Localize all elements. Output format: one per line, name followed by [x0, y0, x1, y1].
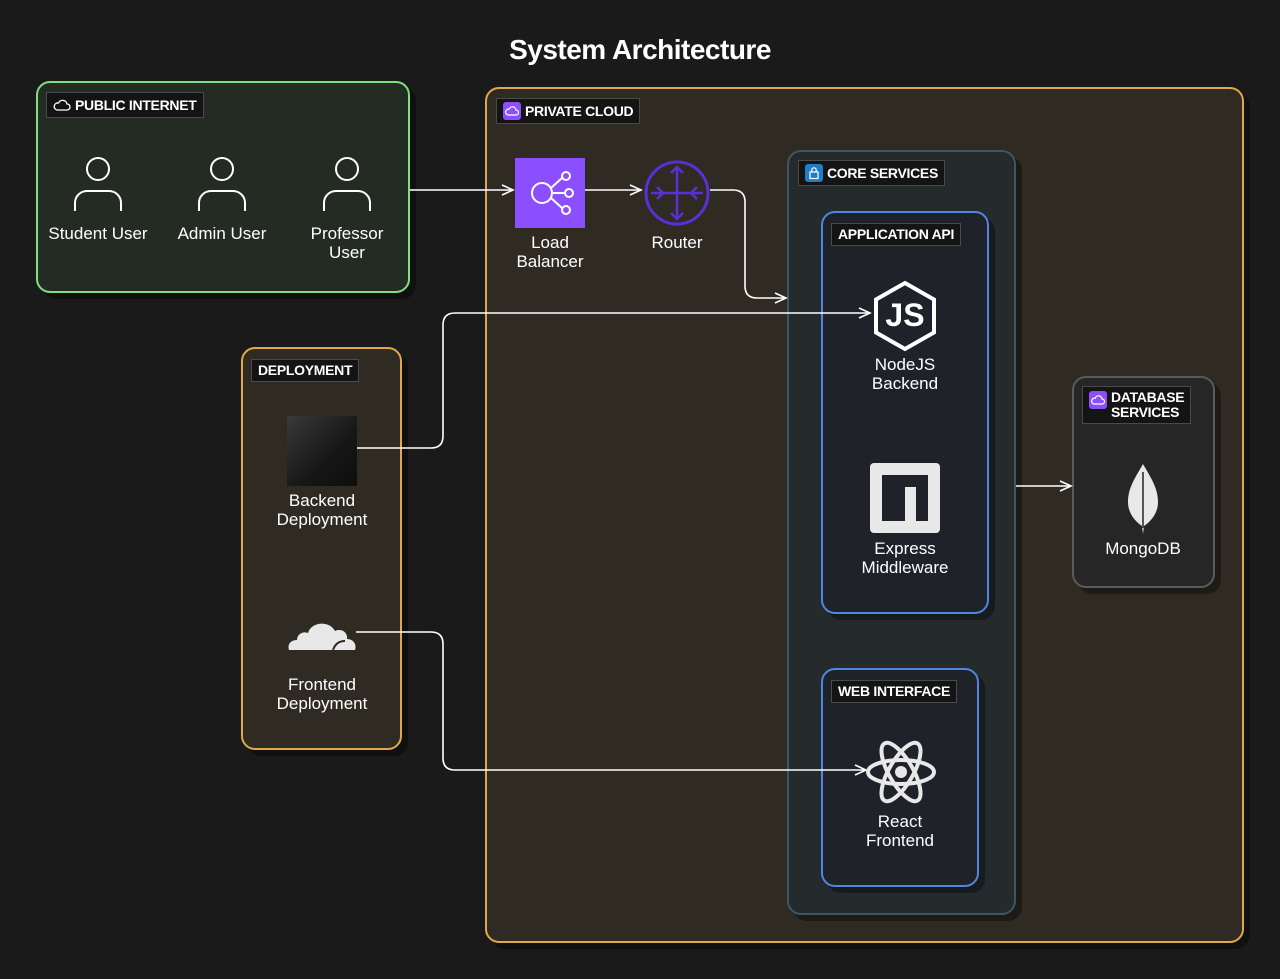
private-cloud-icon — [503, 102, 521, 120]
cloud-outline-icon — [53, 96, 71, 114]
load-balancer-line1: Load — [531, 233, 569, 252]
student-user-text: Student User — [48, 224, 148, 243]
public-internet-tag: PUBLIC INTERNET — [46, 92, 204, 118]
nodejs-line1: NodeJS — [874, 355, 936, 374]
backend-deployment-icon — [287, 416, 357, 486]
core-services-tag: CORE SERVICES — [798, 160, 945, 186]
database-services-label-line1: DATABASE — [1111, 389, 1185, 405]
nodejs-icon: JS — [874, 280, 936, 352]
express-label: Express Middleware — [835, 539, 975, 577]
professor-user-line2: User — [329, 243, 365, 262]
express-icon — [870, 463, 940, 533]
router-text: Router — [651, 233, 703, 252]
js-logo-text: JS — [885, 297, 924, 333]
web-interface-tag: WEB INTERFACE — [831, 680, 957, 703]
student-user-label: Student User — [28, 224, 168, 243]
load-balancer-icon — [515, 158, 585, 228]
database-services-label: DATABASE SERVICES — [1111, 389, 1185, 420]
diagram-title: System Architecture — [509, 34, 771, 65]
nodejs-line2: Backend — [871, 374, 939, 393]
mongodb-text: MongoDB — [1105, 539, 1181, 558]
professor-user-icon — [323, 157, 371, 211]
student-user-icon — [74, 157, 122, 211]
frontend-deployment-line1: Frontend — [287, 675, 357, 694]
professor-user-line1: Professor — [310, 224, 384, 243]
frontend-deployment-cloud-icon — [288, 623, 356, 651]
public-internet-label: PUBLIC INTERNET — [75, 96, 197, 113]
admin-user-label: Admin User — [152, 224, 292, 243]
react-label: React Frontend — [830, 812, 970, 850]
web-interface-label: WEB INTERFACE — [838, 683, 950, 699]
express-line2: Middleware — [861, 558, 949, 577]
mongodb-leaf-icon — [1128, 464, 1158, 534]
router-icon — [644, 160, 710, 226]
admin-user-icon — [198, 157, 246, 211]
application-api-label: APPLICATION API — [838, 226, 955, 242]
database-services-tag: DATABASE SERVICES — [1082, 386, 1192, 424]
private-cloud-label: PRIVATE CLOUD — [525, 102, 634, 119]
frontend-deployment-line2: Deployment — [276, 694, 368, 713]
load-balancer-label: Load Balancer — [480, 233, 620, 271]
database-cloud-icon — [1089, 391, 1107, 409]
backend-deployment-line1: Backend — [288, 491, 356, 510]
load-balancer-line2: Balancer — [516, 252, 584, 271]
react-line1: React — [877, 812, 923, 831]
express-line1: Express — [874, 539, 936, 558]
admin-user-text: Admin User — [177, 224, 267, 243]
professor-user-label: Professor User — [277, 224, 417, 262]
core-services-label: CORE SERVICES — [827, 164, 938, 181]
mongodb-label: MongoDB — [1073, 539, 1213, 558]
react-icon — [866, 740, 936, 804]
database-services-label-line2: SERVICES — [1111, 404, 1180, 420]
react-line2: Frontend — [865, 831, 935, 850]
frontend-deployment-label: Frontend Deployment — [252, 675, 392, 713]
deployment-label: DEPLOYMENT — [258, 362, 353, 378]
private-cloud-tag: PRIVATE CLOUD — [496, 98, 641, 124]
lock-icon — [805, 164, 823, 182]
application-api-tag: APPLICATION API — [831, 223, 962, 246]
nodejs-label: NodeJS Backend — [835, 355, 975, 393]
backend-deployment-label: Backend Deployment — [252, 491, 392, 529]
router-label: Router — [607, 233, 747, 252]
deployment-tag: DEPLOYMENT — [251, 359, 360, 382]
backend-deployment-line2: Deployment — [276, 510, 368, 529]
